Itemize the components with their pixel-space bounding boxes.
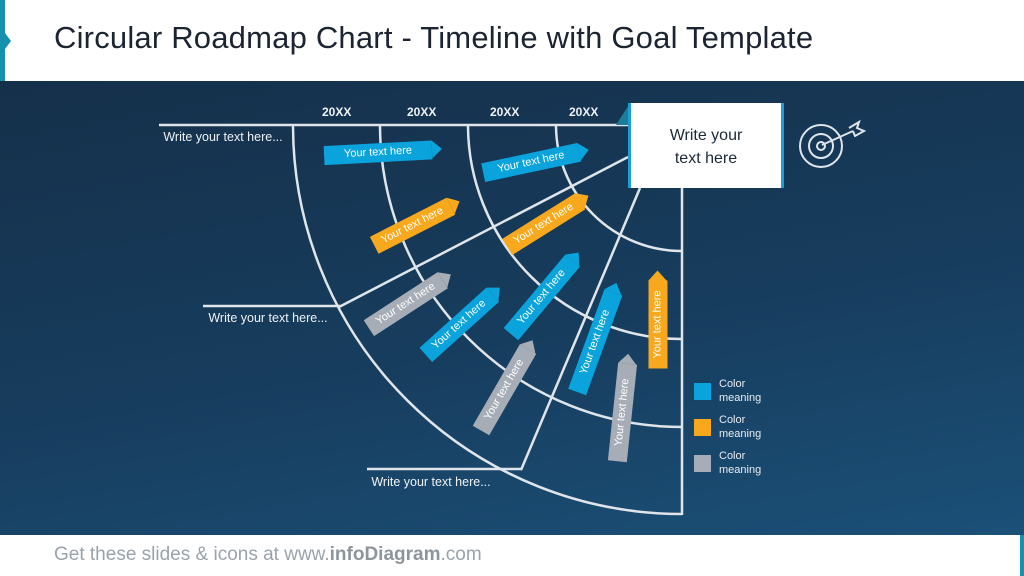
roadmap-arrow-orange[interactable]: Your text here bbox=[648, 270, 668, 369]
slide-footer: Get these slides & icons at www.infoDiag… bbox=[0, 535, 1024, 576]
year-label-3: 20XX bbox=[490, 105, 520, 119]
arc-2 bbox=[466, 124, 683, 341]
radial-line-2 bbox=[519, 187, 642, 471]
header-notch bbox=[5, 33, 11, 49]
radial-line-1 bbox=[338, 155, 629, 309]
side-label-top[interactable]: Write your text here... bbox=[163, 130, 283, 144]
year-label-1: 20XX bbox=[322, 105, 352, 119]
year-label-2: 20XX bbox=[407, 105, 437, 119]
footer-accent-bar bbox=[1020, 535, 1024, 576]
header-accent-bar bbox=[0, 0, 5, 81]
side-label-middle[interactable]: Write your text here... bbox=[208, 311, 328, 325]
footer-credit[interactable]: Get these slides & icons at www.infoDiag… bbox=[54, 544, 482, 565]
legend-swatch-blue bbox=[694, 383, 711, 400]
arc-outer bbox=[291, 124, 683, 516]
side-label-bottom[interactable]: Write your text here... bbox=[371, 475, 491, 489]
target-dart-icon bbox=[799, 119, 867, 168]
legend-swatch-orange bbox=[694, 419, 711, 436]
goal-text: Write your text here bbox=[669, 127, 743, 167]
brand-name: infoDiagram bbox=[329, 544, 441, 565]
year-label-4: 20XX bbox=[569, 105, 599, 119]
legend-label: Color meaning bbox=[719, 414, 762, 440]
legend-swatch-gray bbox=[694, 455, 711, 472]
legend-label: Color meaning bbox=[719, 378, 762, 404]
slide-title: Circular Roadmap Chart - Timeline with G… bbox=[54, 20, 814, 55]
goal-box-corner bbox=[616, 103, 630, 125]
goal-box[interactable]: Write your text here bbox=[628, 103, 784, 188]
slide-header: Circular Roadmap Chart - Timeline with G… bbox=[0, 0, 1024, 81]
legend-label: Color meaning bbox=[719, 450, 762, 476]
